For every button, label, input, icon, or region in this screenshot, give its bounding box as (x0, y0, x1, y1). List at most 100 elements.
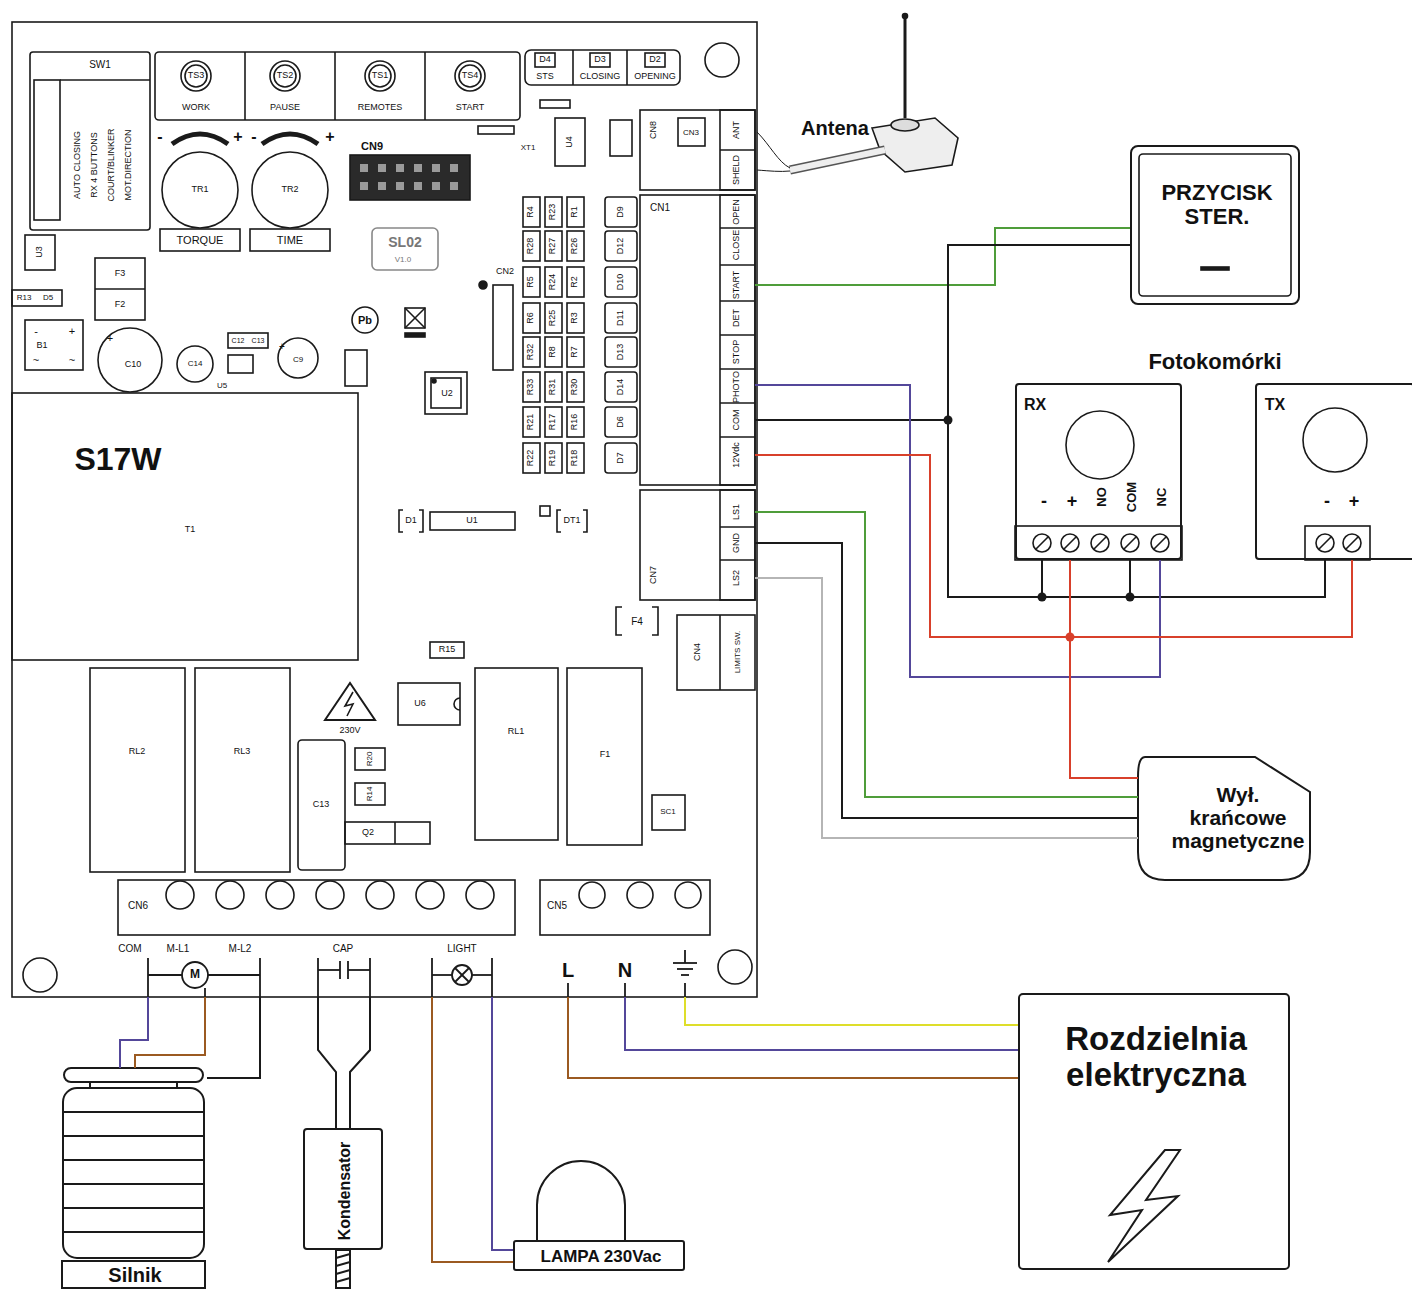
node-text: - (1041, 492, 1047, 512)
node-text: PRZYCISK STER. (1161, 181, 1272, 229)
wire (755, 578, 1138, 838)
antenna (891, 119, 919, 131)
power-components (454, 698, 460, 710)
output-terminals (416, 881, 444, 909)
input-terminal-block: CN1OPENCLOSESTARTDETSTOPPHOTOCOM12Vdc (640, 195, 755, 485)
node-text: Silnik (108, 1264, 161, 1286)
terminal-block (720, 526, 755, 528)
capacitor-screw (336, 1270, 350, 1274)
node-text: LIGHT (447, 943, 476, 954)
power-terminal-block: CN5LN (540, 880, 710, 997)
part-label: R26 (570, 238, 580, 255)
motor-drawing (63, 1207, 204, 1209)
components (352, 307, 378, 333)
terminal-symbols (684, 950, 686, 963)
part-label: Antena (801, 117, 869, 139)
header-connector (432, 164, 440, 172)
part-label: U1 (466, 516, 478, 526)
terminal-block (640, 195, 755, 485)
resistor-array (523, 407, 637, 437)
part-label: RL2 (129, 747, 146, 757)
capacitor-screw (336, 1250, 350, 1288)
terminal-block (720, 490, 755, 600)
board (12, 14, 1370, 1289)
part-label: D9 (616, 206, 626, 218)
wire-branch (1129, 560, 1131, 597)
part-label: R2 (570, 276, 580, 288)
header-connector (414, 182, 422, 190)
node-text: CN6 (128, 900, 148, 911)
photocell-parts (1151, 534, 1169, 552)
components (12, 290, 62, 306)
push-button-frame (1201, 267, 1229, 270)
part-label: D11 (616, 310, 626, 326)
capacitor-screw (336, 1278, 350, 1282)
part-label: R22 (526, 450, 536, 467)
part-label: D12 (616, 238, 626, 255)
node-text: CN5 (547, 900, 567, 911)
terminal-block (720, 264, 755, 266)
part-label: Fotokomórki (1148, 350, 1281, 374)
terminal-symbols (317, 958, 319, 997)
part-label: TIME (277, 234, 303, 246)
components (12, 100, 632, 660)
output-terminals (540, 880, 710, 935)
part-label: - (34, 325, 38, 337)
photocell-parts (1066, 411, 1134, 479)
limit-switch: Wył. krańcowe magnetyczne (1138, 752, 1312, 882)
wire (755, 420, 1042, 597)
part-label: + (233, 128, 242, 146)
part-label: C13 (313, 800, 330, 810)
terminal-symbols (681, 974, 689, 976)
part-label: R21 (526, 414, 536, 431)
control-button: PRZYCISK STER. (1130, 145, 1300, 305)
part-label: R24 (548, 274, 558, 291)
photocell-parts (1036, 537, 1048, 549)
photocell-parts (1015, 526, 1182, 560)
part-label: R15 (439, 645, 456, 655)
led-panel (525, 50, 680, 85)
motor-drawing (63, 1183, 204, 1185)
antenna (790, 150, 885, 170)
part-label: R31 (548, 379, 558, 396)
part-label: U3 (35, 246, 45, 258)
led-panel (535, 53, 555, 67)
part-label: REMOTES (358, 103, 403, 113)
capacitor-screw (336, 1254, 350, 1258)
mounting-hole (718, 950, 752, 984)
part-label: D6 (616, 416, 626, 428)
part-label: TR2 (281, 185, 298, 195)
node-text: STOP (732, 340, 742, 364)
terminal-symbols (259, 958, 261, 997)
trimmer (262, 134, 318, 144)
node-text: DET (732, 309, 742, 327)
components (405, 308, 425, 328)
part-label: SC1 (660, 808, 676, 817)
lamp-dome (537, 1161, 625, 1240)
motor: Silnik (60, 1068, 207, 1289)
middle-components (616, 607, 658, 635)
board-outline (12, 22, 757, 997)
part-label: R25 (548, 310, 558, 327)
output-terminals (166, 881, 194, 909)
header-connector (414, 164, 422, 172)
part-label: U5 (217, 382, 227, 391)
push-button-frame (1139, 154, 1291, 296)
terminal-block (720, 334, 755, 336)
node-text: ANT (732, 121, 742, 139)
part-label: D13 (616, 344, 626, 361)
header-connector (360, 164, 368, 172)
wire (318, 997, 336, 1128)
trimmer (250, 229, 330, 251)
junction-dot (1066, 633, 1075, 642)
terminal-block (677, 615, 755, 690)
terminal-block (720, 227, 755, 229)
terminal-symbols (148, 950, 697, 997)
motor-drawing (63, 1135, 204, 1137)
header-connector (450, 164, 458, 172)
resistor-array (523, 267, 637, 297)
resistor-array (523, 197, 637, 473)
components (540, 100, 570, 108)
power-components (195, 668, 290, 872)
node-text: CN1 (650, 202, 670, 213)
